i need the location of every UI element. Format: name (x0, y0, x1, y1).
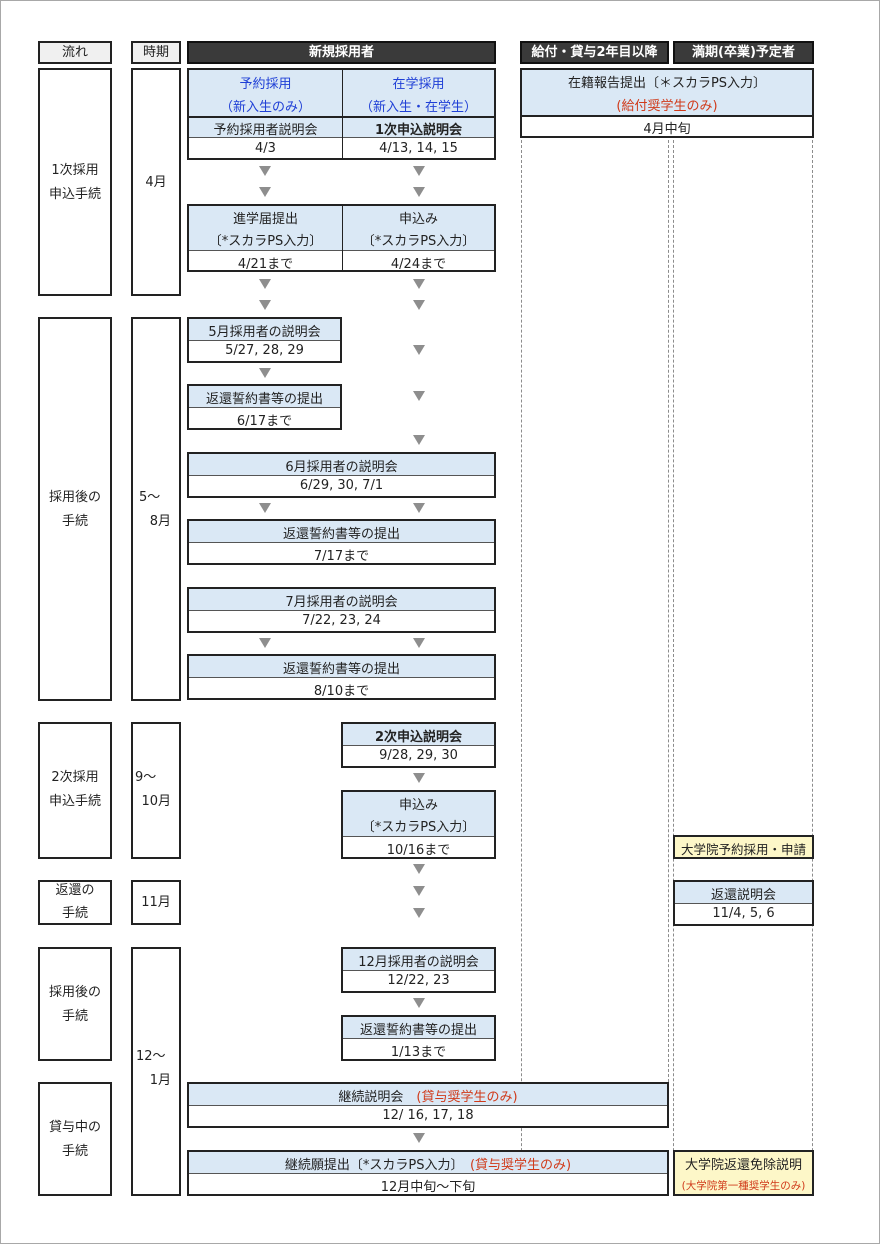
arrow-down-icon (259, 503, 271, 513)
arrow-down-icon (413, 503, 425, 513)
continuation-briefing-box: 継続説明会 (貸与奨学生のみ) 12/ 16, 17, 18 (187, 1082, 669, 1128)
stage-after-adoption: 採用後の 手続 (38, 317, 112, 701)
reserved-adoption-column: 予約採用 （新入生のみ） 予約採用者説明会 4/3 (213, 77, 318, 156)
period-first-round: 4月 (131, 68, 181, 296)
stage-loan-continuing: 貸与中の 手続 (38, 1082, 112, 1196)
header-continuing: 給付・貸与2年目以降 (520, 41, 669, 64)
arrow-down-icon (413, 773, 425, 783)
enrollment-report-box: 在籍報告提出〔＊スカラPS入力〕 (給付奨学生のみ) 4月中旬 (520, 68, 814, 138)
arrow-down-icon (413, 391, 425, 401)
grad-school-apply-box: 大学院予約採用・申請 (673, 835, 814, 859)
enrolled-submit-column: 申込み 〔*スカラPS入力〕 4/24まで (361, 212, 476, 272)
second-round-briefing-box: 2次申込説明会 9/28, 29, 30 (341, 722, 496, 768)
arrow-down-icon (413, 279, 425, 289)
grad-exemption-box: 大学院返還免除説明 (大学院第一種奨学生のみ) (673, 1150, 814, 1196)
july-pledge-box: 返還誓約書等の提出 7/17まで (187, 519, 496, 565)
header-flow: 流れ (38, 41, 112, 64)
arrow-down-icon (413, 998, 425, 1008)
continuation-submit-box: 継続願提出〔*スカラPS入力〕 (貸与奨学生のみ) 12月中旬～下旬 (187, 1150, 669, 1196)
period-december-january: 12～ 1月 (131, 947, 181, 1196)
stage-first-round: 1次採用 申込手続 (38, 68, 112, 296)
arrow-down-icon (259, 300, 271, 310)
column-guide (673, 140, 674, 1196)
may-briefing-box: 5月採用者の説明会 5/27, 28, 29 (187, 317, 342, 363)
column-guide (521, 140, 522, 1196)
period-second-round: 9～ 10月 (131, 722, 181, 859)
august-pledge-box: 返還誓約書等の提出 8/10まで (187, 654, 496, 700)
period-after-adoption: 5～ 8月 (131, 317, 181, 701)
header-graduating: 満期(卒業)予定者 (673, 41, 814, 64)
stage-repayment: 返還の 手続 (38, 880, 112, 925)
arrow-down-icon (413, 886, 425, 896)
july-briefing-box: 7月採用者の説明会 7/22, 23, 24 (187, 587, 496, 633)
period-repayment: 11月 (131, 880, 181, 925)
column-guide (812, 140, 813, 1196)
arrow-down-icon (413, 300, 425, 310)
june-briefing-box: 6月採用者の説明会 6/29, 30, 7/1 (187, 452, 496, 498)
second-round-apply-box: 申込み 〔*スカラPS入力〕 10/16まで (341, 790, 496, 859)
arrow-down-icon (413, 638, 425, 648)
arrow-down-icon (413, 435, 425, 445)
enrolled-adoption-column: 在学採用 （新入生・在学生） 1次申込説明会 4/13, 14, 15 (359, 77, 477, 156)
arrow-down-icon (259, 187, 271, 197)
arrow-down-icon (259, 638, 271, 648)
arrow-down-icon (259, 279, 271, 289)
stage-second-round: 2次採用 申込手続 (38, 722, 112, 859)
header-new-applicants: 新規採用者 (187, 41, 496, 64)
stage-after-adoption-december: 採用後の 手続 (38, 947, 112, 1061)
arrow-down-icon (413, 908, 425, 918)
december-briefing-box: 12月採用者の説明会 12/22, 23 (341, 947, 496, 993)
arrow-down-icon (259, 368, 271, 378)
arrow-down-icon (413, 166, 425, 176)
arrow-down-icon (259, 166, 271, 176)
repayment-briefing-box: 返還説明会 11/4, 5, 6 (673, 880, 814, 926)
header-period: 時期 (131, 41, 181, 64)
arrow-down-icon (413, 345, 425, 355)
first-round-box: 予約採用 （新入生のみ） 予約採用者説明会 4/3 在学採用 （新入生・在学生）… (187, 68, 496, 160)
column-guide (668, 140, 669, 1082)
arrow-down-icon (413, 864, 425, 874)
january-pledge-box: 返還誓約書等の提出 1/13まで (341, 1015, 496, 1061)
june-pledge-box: 返還誓約書等の提出 6/17まで (187, 384, 342, 430)
first-round-submit-box: 進学届提出 〔*スカラPS入力〕 4/21まで 申込み 〔*スカラPS入力〕 4… (187, 204, 496, 272)
arrow-down-icon (413, 187, 425, 197)
arrow-down-icon (413, 1133, 425, 1143)
reserved-submit-column: 進学届提出 〔*スカラPS入力〕 4/21まで (208, 212, 323, 272)
